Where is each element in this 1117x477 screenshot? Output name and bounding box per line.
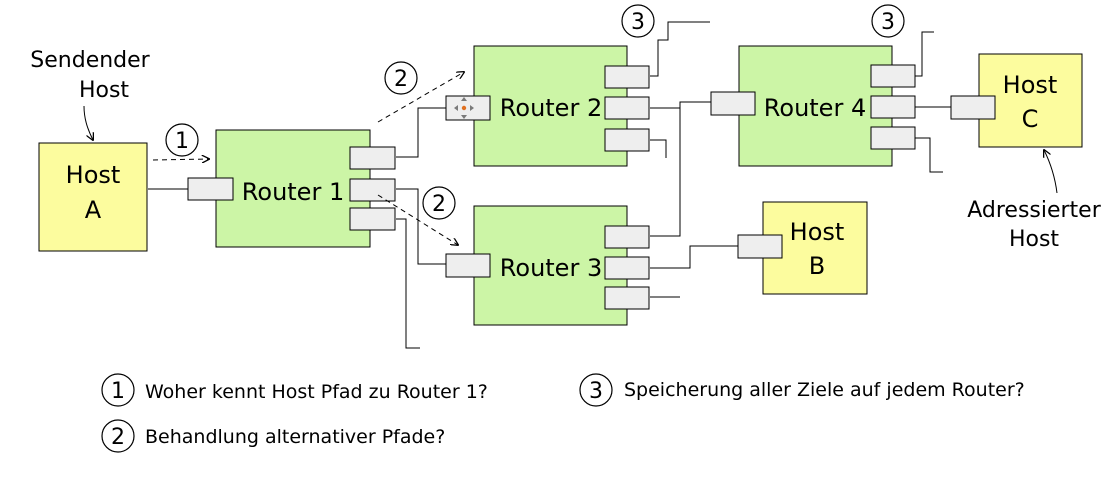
legend-item-3-number: 3 (589, 379, 603, 404)
legend-item-3-text: Speicherung aller Ziele auf jedem Router… (624, 379, 1025, 401)
arrow-router1-to-router2 (377, 72, 464, 123)
router-2: Router 2 (473, 45, 628, 167)
port-router2-out3 (604, 128, 650, 152)
flow-arrows (152, 72, 464, 245)
router-3-label: Router 3 (500, 254, 602, 282)
marker-3-router4-label: 3 (881, 10, 895, 35)
arrow-host-to-router1 (152, 159, 209, 160)
port-router1-out1 (349, 146, 396, 170)
port-router1-out2 (349, 178, 396, 202)
target-pointer (1044, 150, 1058, 194)
port-router3-in (445, 253, 491, 278)
host-a: Host A (38, 142, 148, 252)
port-router3-out3 (604, 286, 650, 310)
sender-line1: Sendender (30, 48, 150, 73)
host-b-line2: B (809, 252, 825, 280)
legend-item-2-text: Behandlung alternativer Pfade? (145, 426, 445, 448)
port-hostc-in (950, 95, 996, 120)
sender-pointer (83, 105, 93, 140)
target-line2: Host (1009, 227, 1059, 252)
port-router1-in (187, 177, 234, 201)
marker-2-lower: 2 (422, 186, 456, 220)
sender-annotation: Sendender Host (30, 48, 151, 140)
ports (187, 64, 996, 310)
port-router2-out2 (604, 96, 650, 120)
link-r2p1-stub (650, 21, 710, 77)
target-annotation: Adressierter Host (967, 150, 1102, 252)
host-a-line1: Host (66, 161, 121, 189)
links (148, 21, 951, 349)
arrow-router1-to-router3 (377, 194, 458, 245)
marker-2-upper: 2 (384, 61, 418, 95)
marker-1-flow: 1 (165, 123, 199, 157)
port-hostb-in (737, 234, 783, 259)
sender-line2: Host (79, 78, 129, 103)
port-router1-out3 (349, 207, 396, 231)
link-r4p1-stub (915, 31, 934, 77)
link-r1p2-router3 (396, 188, 446, 265)
router-3: Router 3 (473, 205, 628, 326)
host-c-line2: C (1022, 105, 1039, 133)
link-r3p1-router4 (650, 102, 681, 237)
port-router2-in (445, 95, 491, 121)
legend-item-1: 1 (101, 373, 135, 407)
legend-item-2-number: 2 (111, 425, 125, 450)
host-c-line1: Host (1003, 71, 1058, 99)
target-line1: Adressierter (967, 198, 1102, 223)
host-c: Host C (978, 53, 1083, 148)
host-a-line2: A (85, 196, 102, 224)
router-1-label: Router 1 (242, 178, 344, 206)
move-cursor-icon (454, 97, 474, 119)
host-b: Host B (762, 201, 868, 295)
port-router4-out2 (870, 95, 916, 119)
link-r1p3-stub (396, 218, 420, 349)
marker-3-router2: 3 (621, 4, 655, 38)
router-4-label: Router 4 (764, 94, 866, 122)
port-router3-out2 (604, 256, 650, 280)
router-4: Router 4 (738, 45, 893, 167)
port-router4-out3 (870, 126, 916, 150)
port-router4-in (710, 91, 756, 116)
legend-item-3: 3 (579, 373, 613, 407)
host-b-line1: Host (790, 218, 845, 246)
link-r3p2-hostb (650, 245, 738, 269)
marker-2-lower-label: 2 (432, 192, 446, 217)
marker-1-flow-label: 1 (175, 129, 189, 154)
legend-item-1-number: 1 (111, 379, 125, 404)
router-2-label: Router 2 (500, 94, 602, 122)
legend-item-1-text: Woher kennt Host Pfad zu Router 1? (145, 381, 488, 403)
port-router4-out1 (870, 64, 916, 88)
port-router2-out1 (604, 65, 650, 89)
link-r1p1-router2 (396, 107, 446, 158)
router-1: Router 1 (215, 129, 371, 248)
port-router3-out1 (604, 225, 650, 249)
marker-2-upper-label: 2 (394, 67, 408, 92)
legend-item-2: 2 (101, 419, 135, 453)
marker-3-router4: 3 (871, 4, 905, 38)
link-r2p3-stub (650, 139, 667, 158)
link-r4p3-stub (915, 137, 943, 173)
marker-3-router2-label: 3 (631, 10, 645, 35)
